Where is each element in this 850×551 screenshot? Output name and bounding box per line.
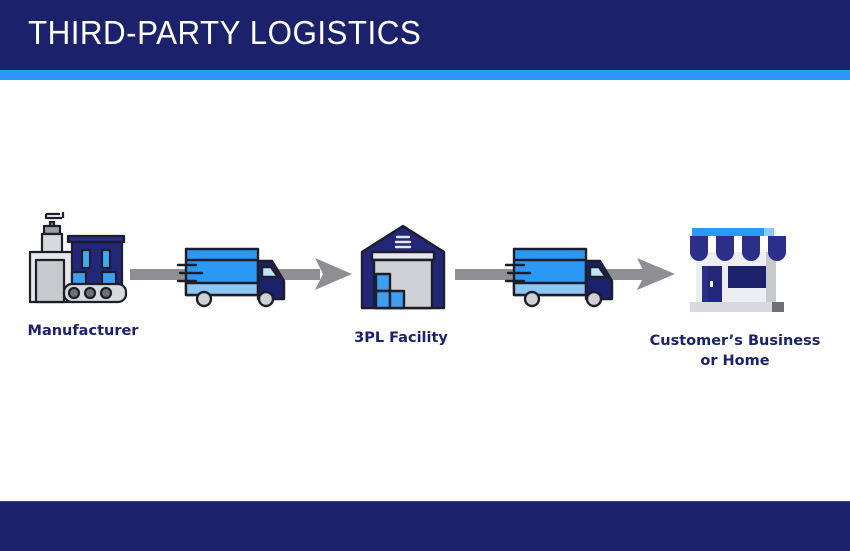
delivery-truck-icon — [504, 247, 614, 308]
accent-stripe — [0, 70, 850, 80]
storefront-icon — [690, 228, 786, 312]
node-label-customer-line2: or Home — [700, 353, 770, 369]
node-label-customer: Customer’s Business or Home — [636, 331, 834, 371]
page-title: THIRD-PARTY LOGISTICS — [28, 14, 422, 51]
warehouse-icon — [360, 224, 446, 310]
footer-bar — [0, 501, 850, 551]
node-label-customer-line1: Customer’s Business — [649, 333, 821, 349]
delivery-truck-icon — [176, 247, 286, 308]
header-bar: THIRD-PARTY LOGISTICS — [0, 0, 850, 70]
node-label-3pl-facility: 3PL Facility — [354, 330, 448, 346]
node-label-manufacturer: Manufacturer — [27, 323, 139, 339]
factory-icon — [28, 212, 128, 304]
